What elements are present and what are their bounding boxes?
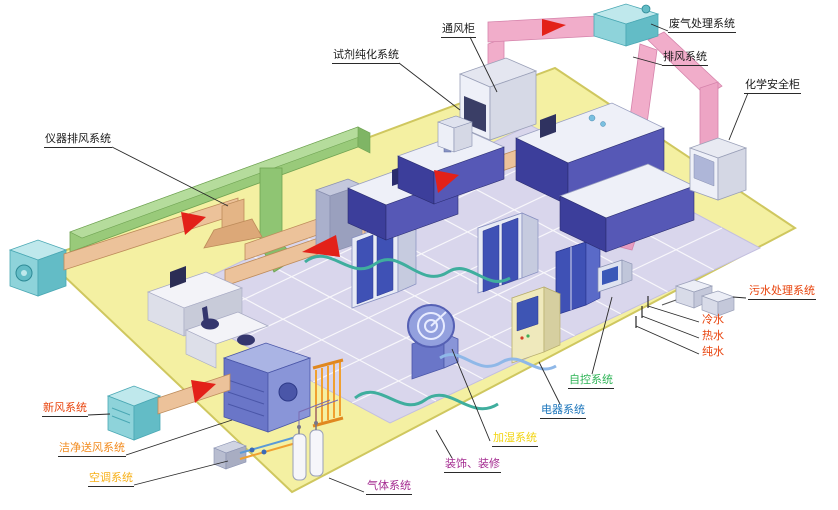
label-air-conditioning: 空调系统: [88, 471, 134, 487]
label-auto-control: 自控系统: [568, 373, 614, 389]
leader-hot-water: [641, 315, 700, 339]
leader-clean-air-supply: [125, 419, 233, 456]
label-clean-air-supply: 洁净送风系统: [58, 441, 126, 457]
fume-hood: [458, 37, 538, 141]
humidifier-fan: [407, 304, 459, 380]
leader-exhaust-air: [632, 56, 663, 66]
heating-coil: [312, 358, 344, 428]
label-gas-system: 气体系统: [366, 479, 412, 495]
fan-icon: [278, 382, 298, 402]
flow-arrow: [181, 212, 206, 235]
leader-auto-control: [591, 296, 613, 375]
label-chemical-safety-cabinet: 化学安全柜: [744, 78, 801, 94]
lab-bench-back: [396, 130, 506, 205]
label-exhaust-air: 排风系统: [662, 50, 708, 66]
leader-decoration: [435, 429, 453, 459]
lab-bench-right-2: [558, 163, 696, 253]
monitor-icon: [170, 266, 186, 288]
left-exhaust-fan: [8, 239, 68, 297]
flow-arrows: [181, 19, 566, 403]
instrument-icon: [540, 114, 556, 138]
label-fume-hood: 通风柜: [441, 22, 476, 38]
leader-air-conditioning: [133, 460, 229, 486]
auto-control-console: [597, 259, 633, 293]
label-waste-gas-treatment: 废气处理系统: [668, 17, 736, 33]
flow-arrow: [302, 235, 340, 257]
leader-gas-system: [328, 477, 365, 493]
waste-gas-treatment-unit: [592, 3, 660, 47]
ahu-unit: [222, 342, 312, 433]
label-reagent-purification: 试剂纯化系统: [332, 48, 400, 64]
flow-arrow: [434, 170, 459, 193]
control-cabinet: [511, 286, 561, 364]
chair-icon: [237, 334, 255, 346]
reagent-purification-unit: [437, 115, 473, 153]
leader-pure-water: [635, 325, 700, 355]
blue-cabinet: [555, 241, 601, 316]
chemical-safety-cabinet-unit: [688, 137, 748, 201]
flow-arrow: [191, 380, 216, 403]
label-instrument-exhaust: 仪器排风系统: [44, 132, 112, 148]
leader-instrument-exhaust: [111, 146, 229, 207]
pump-and-pipes: [213, 436, 297, 470]
leader-cold-water: [647, 305, 700, 323]
label-electrical: 电器系统: [540, 403, 586, 419]
leader-lines: [87, 23, 749, 493]
leader-humidification: [451, 348, 491, 442]
label-pure-water: 纯水: [702, 345, 724, 358]
sewage-treatment-unit: [661, 279, 736, 317]
leader-fume-hood: [469, 36, 498, 93]
label-fresh-air: 新风系统: [42, 401, 88, 417]
leader-fresh-air: [87, 413, 111, 416]
leader-electrical: [538, 361, 561, 405]
label-humidification: 加湿系统: [492, 431, 538, 447]
label-decoration: 装饰、装修: [444, 457, 501, 473]
gas-cylinders: [292, 399, 339, 481]
storage-cabinet-row: [477, 212, 539, 294]
leader-chemical-safety-cabinet: [728, 92, 749, 141]
exhaust-hood: [203, 218, 263, 249]
wavy-pipes: [304, 254, 557, 411]
label-sewage-treatment: 污水处理系统: [748, 284, 816, 300]
flow-arrow: [542, 19, 566, 36]
label-cold-water: 冷水: [702, 313, 724, 326]
label-hot-water: 热水: [702, 329, 724, 342]
fan-icon: [641, 4, 651, 14]
fresh-air-unit: [106, 385, 162, 441]
lab-bench-right-1: [514, 102, 666, 206]
leader-waste-gas-treatment: [650, 23, 669, 32]
leader-reagent-purification: [398, 62, 461, 111]
leader-sewage-treatment: [732, 296, 747, 299]
